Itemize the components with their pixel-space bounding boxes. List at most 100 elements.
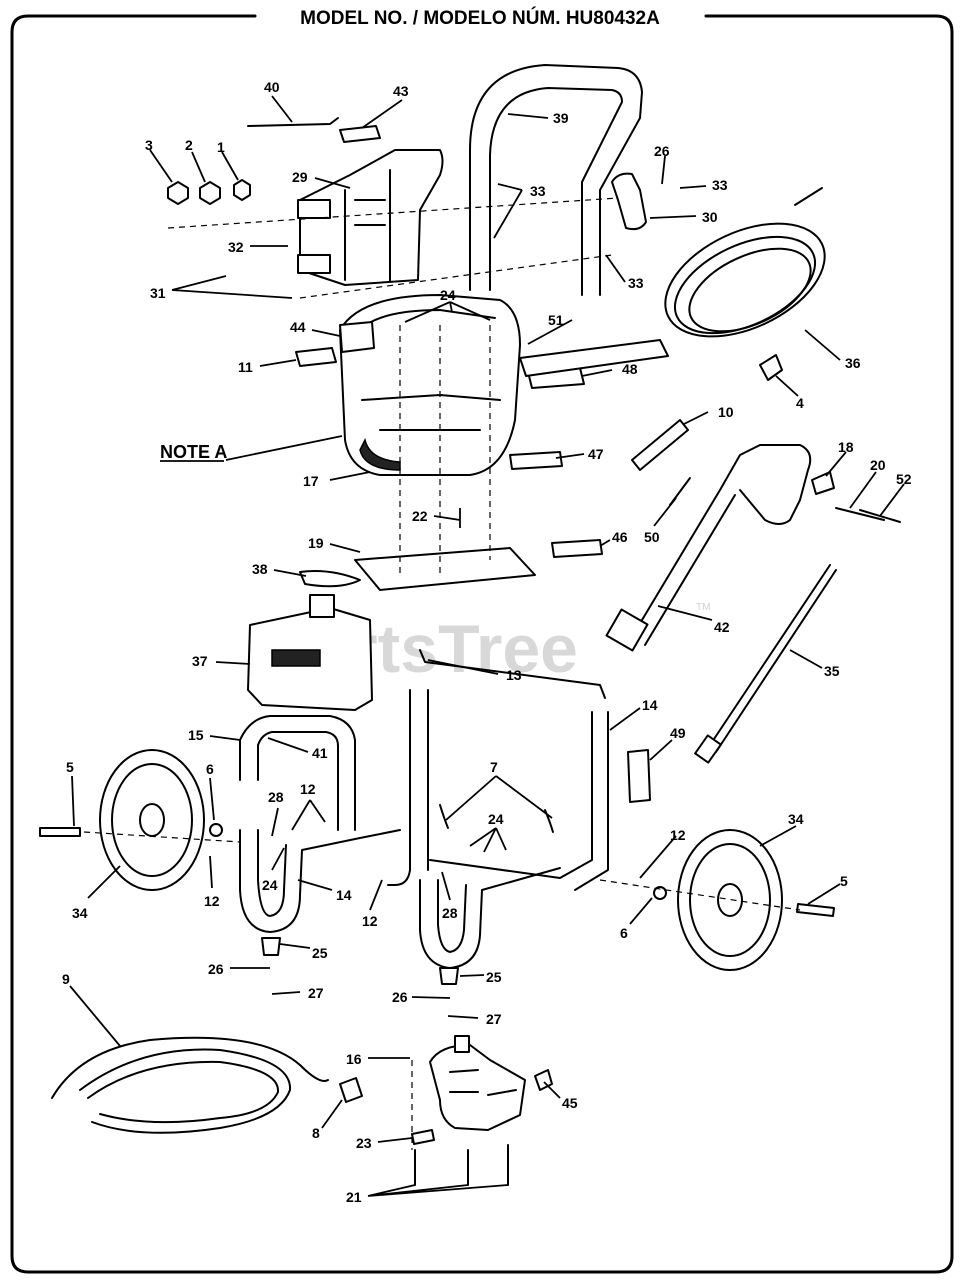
fitting-23-part: [411, 1129, 435, 1145]
part-18: [811, 471, 835, 495]
callout-26a: 26: [654, 143, 670, 159]
foot-left-part: [261, 937, 281, 956]
callout-34b: 34: [788, 811, 804, 827]
callout-4: 4: [796, 395, 804, 411]
callout-24a: 24: [440, 287, 456, 303]
wire-part: [247, 117, 339, 127]
callout-46: 46: [612, 529, 628, 545]
model-title: MODEL NO. / MODELO NÚM. HU80432A: [300, 7, 660, 29]
control-bracket-part: [297, 149, 444, 286]
callout-42: 42: [714, 619, 730, 635]
callout-47: 47: [588, 446, 604, 462]
callout-5b: 5: [840, 873, 848, 889]
callout-33c: 33: [628, 275, 644, 291]
part-20: [835, 507, 885, 521]
callout-30: 30: [702, 209, 718, 225]
callout-40: 40: [264, 79, 280, 95]
foot-right-part: [439, 967, 459, 985]
coupler-part: [339, 1077, 363, 1103]
note-a-label: NOTE A: [160, 442, 227, 462]
wheel-left-part: [99, 749, 205, 891]
hose-hook-part: [611, 172, 647, 231]
decal-11-part: [295, 347, 337, 367]
callout-20: 20: [870, 457, 886, 473]
callout-27a: 27: [308, 985, 324, 1001]
callout-44: 44: [290, 319, 306, 335]
callout-33a: 33: [530, 183, 546, 199]
pressure-hose-part: [51, 1036, 329, 1134]
hose-part: [664, 187, 826, 338]
callout-3: 3: [145, 137, 153, 153]
callout-5a: 5: [66, 759, 74, 775]
callout-28b: 28: [442, 905, 458, 921]
frame-part: [239, 689, 609, 969]
spray-gun-part: [605, 444, 812, 652]
decal-46-part: [551, 539, 603, 558]
callout-23: 23: [356, 1135, 372, 1151]
pump-part: [429, 1035, 526, 1131]
callout-36: 36: [845, 355, 861, 371]
callout-50: 50: [644, 529, 660, 545]
callout-33b: 33: [712, 177, 728, 193]
callout-24b: 24: [488, 811, 504, 827]
callout-31: 31: [150, 285, 166, 301]
callout-15: 15: [188, 727, 204, 743]
callout-39: 39: [553, 110, 569, 126]
callout-35: 35: [824, 663, 840, 679]
axle-bolt-left-part: [39, 827, 81, 837]
callout-12c: 12: [362, 913, 378, 929]
callout-6a: 6: [206, 761, 214, 777]
fitting-3-part: [167, 181, 189, 205]
nozzle-holder-part: [631, 419, 689, 471]
callout-26b: 26: [208, 961, 224, 977]
callout-49: 49: [670, 725, 686, 741]
callout-27b: 27: [486, 1011, 502, 1027]
grip-part: [627, 749, 651, 803]
callout-12a: 12: [300, 781, 316, 797]
axle-bolt-right-part: [796, 903, 835, 917]
callout-7: 7: [490, 759, 498, 775]
diagram-frame: [10, 14, 954, 1274]
bracket-13-part: [419, 649, 606, 699]
callout-11: 11: [238, 359, 253, 375]
callout-32: 32: [228, 239, 244, 255]
base-plate-part: [354, 547, 536, 591]
callout-17: 17: [303, 473, 319, 489]
callout-29: 29: [292, 169, 308, 185]
callout-19: 19: [308, 535, 324, 551]
wheel-right-part: [677, 829, 783, 971]
callout-38: 38: [252, 561, 268, 577]
callout-37: 37: [192, 653, 208, 669]
callout-24c: 24: [262, 877, 278, 893]
callout-12b: 12: [204, 893, 220, 909]
decal-44-part: [339, 321, 375, 353]
callout-14a: 14: [642, 697, 658, 713]
callout-51: 51: [548, 312, 564, 328]
fitting-2-part: [199, 181, 221, 205]
watermark-trademark: TM: [696, 602, 710, 613]
callout-14b: 14: [336, 887, 352, 903]
washer-right-part: [653, 886, 667, 900]
callout-12d: 12: [670, 827, 686, 843]
gasket-part: [299, 570, 361, 588]
callout-26c: 26: [392, 989, 408, 1005]
frame-15-part: [239, 715, 356, 831]
callout-2: 2: [185, 137, 193, 153]
callout-1: 1: [217, 139, 225, 155]
leader-lines: [69, 95, 905, 1197]
washer-left-part: [209, 823, 223, 837]
handle-part: [469, 64, 643, 296]
callout-48: 48: [622, 361, 638, 377]
callout-18: 18: [838, 439, 854, 455]
lance-part: [694, 564, 837, 764]
callout-43: 43: [393, 83, 409, 99]
callout-10: 10: [718, 404, 734, 420]
clip-7b-part: [544, 809, 554, 833]
callout-41: 41: [312, 745, 328, 761]
alignment-lines: [83, 197, 801, 1150]
fuel-tank-part: [247, 594, 373, 711]
callout-16: 16: [346, 1051, 362, 1067]
callout-labels: 40 43 3 2 1 29 32 31 39 26 33 33 30 33 3…: [62, 79, 912, 1205]
callout-22: 22: [412, 508, 428, 524]
callout-21: 21: [346, 1189, 362, 1205]
